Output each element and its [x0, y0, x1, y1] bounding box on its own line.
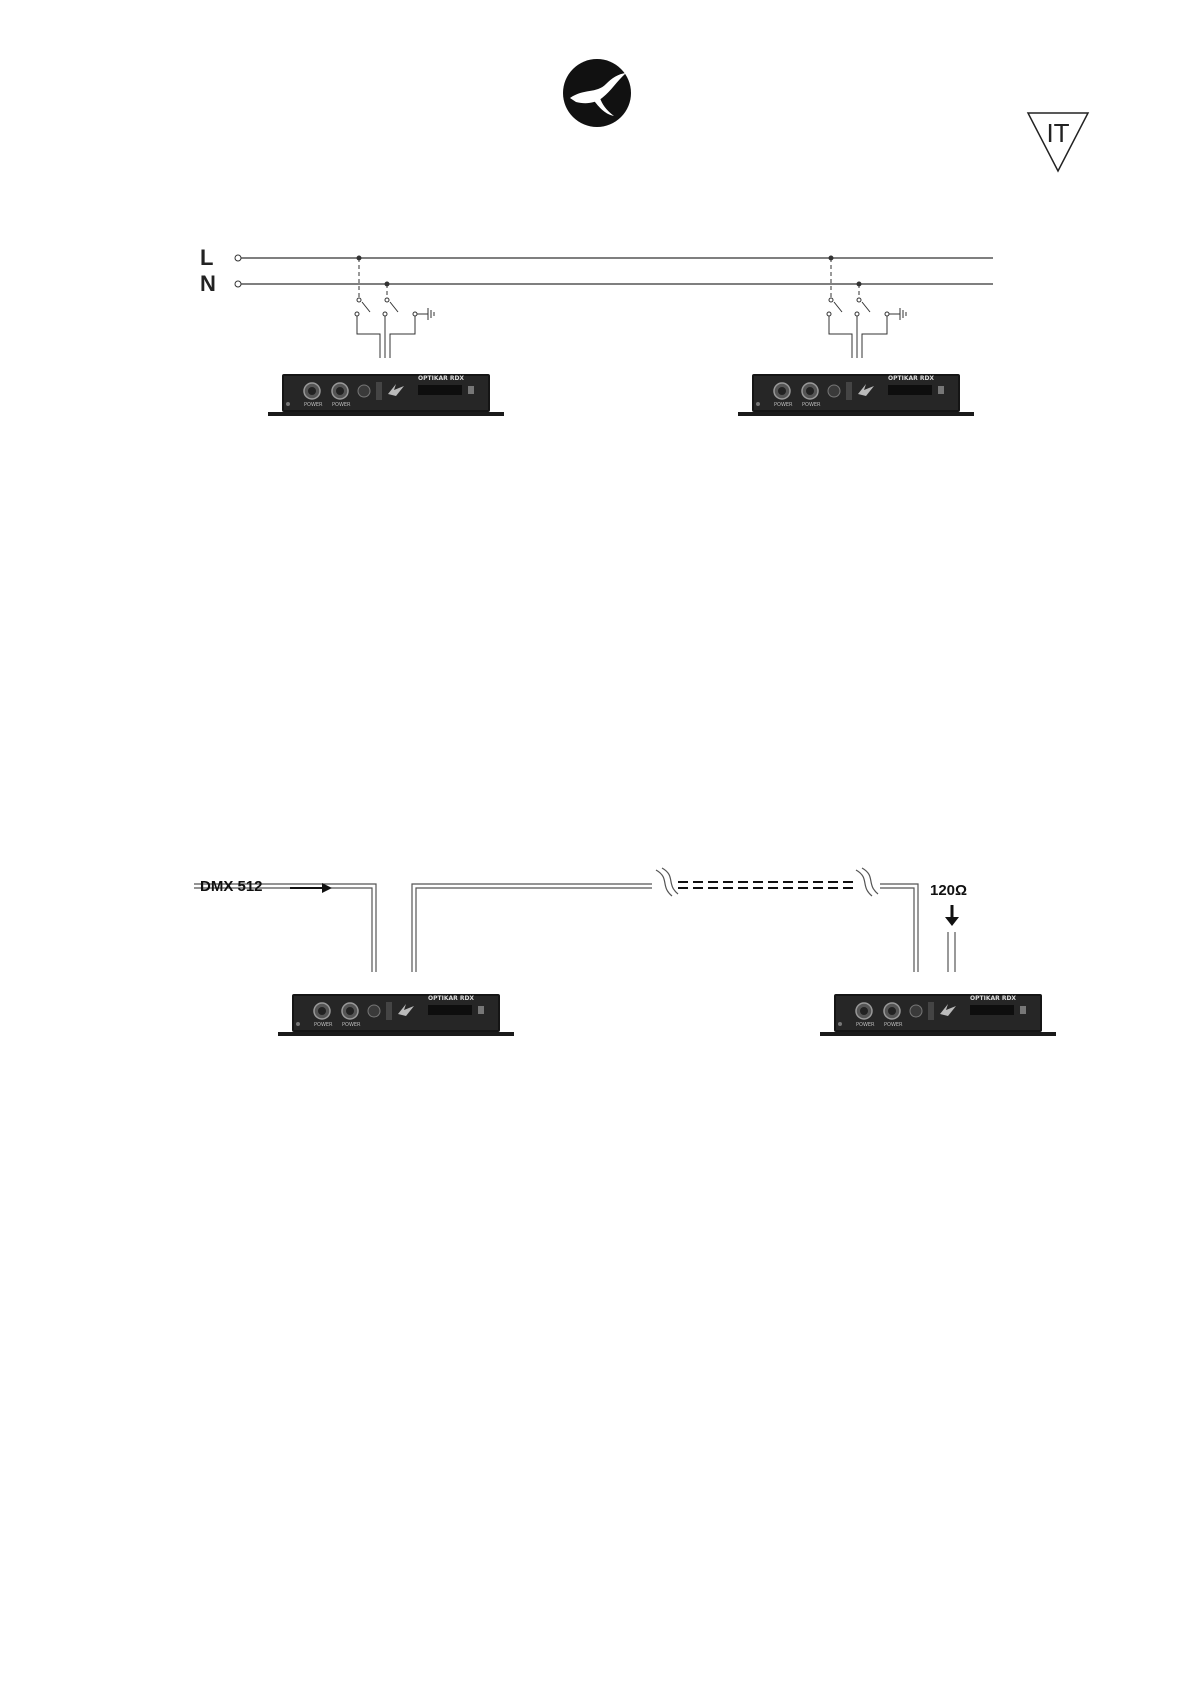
device-model-label: OPTIKAR RDX [418, 375, 464, 382]
device-port-label: POWER [332, 402, 351, 408]
terminator-label: 120Ω [930, 882, 967, 899]
dmx-input-label: DMX 512 [200, 878, 263, 895]
device-port-label: POWER [884, 1022, 903, 1028]
power-drop-left [355, 256, 434, 358]
dmx-device-right: OPTIKAR RDX POWER POWER [820, 992, 1056, 1040]
language-badge: IT [1025, 110, 1091, 174]
line-label-N: N [200, 271, 216, 297]
device-model-label: OPTIKAR RDX [888, 375, 934, 382]
dmx-device-left: OPTIKAR RDX POWER POWER [278, 992, 514, 1040]
power-wiring-diagram: L N [0, 240, 1191, 430]
device-port-label: POWER [342, 1022, 361, 1028]
power-device-left: OPTIKAR RDX POWER POWER [268, 372, 504, 420]
dmx-wiring-diagram: DMX 512 120Ω [0, 860, 1191, 980]
power-device-right: OPTIKAR RDX POWER POWER [738, 372, 974, 420]
device-port-label: POWER [774, 402, 793, 408]
device-port-label: POWER [802, 402, 821, 408]
device-port-label: POWER [856, 1022, 875, 1028]
device-model-label: OPTIKAR RDX [970, 995, 1016, 1002]
bird-logo-icon [562, 58, 632, 128]
device-port-label: POWER [314, 1022, 333, 1028]
power-drop-right [827, 256, 906, 358]
brand-logo [562, 58, 632, 128]
language-badge-label: IT [1025, 118, 1091, 149]
line-label-L: L [200, 245, 213, 271]
device-port-label: POWER [304, 402, 323, 408]
device-model-label: OPTIKAR RDX [428, 995, 474, 1002]
